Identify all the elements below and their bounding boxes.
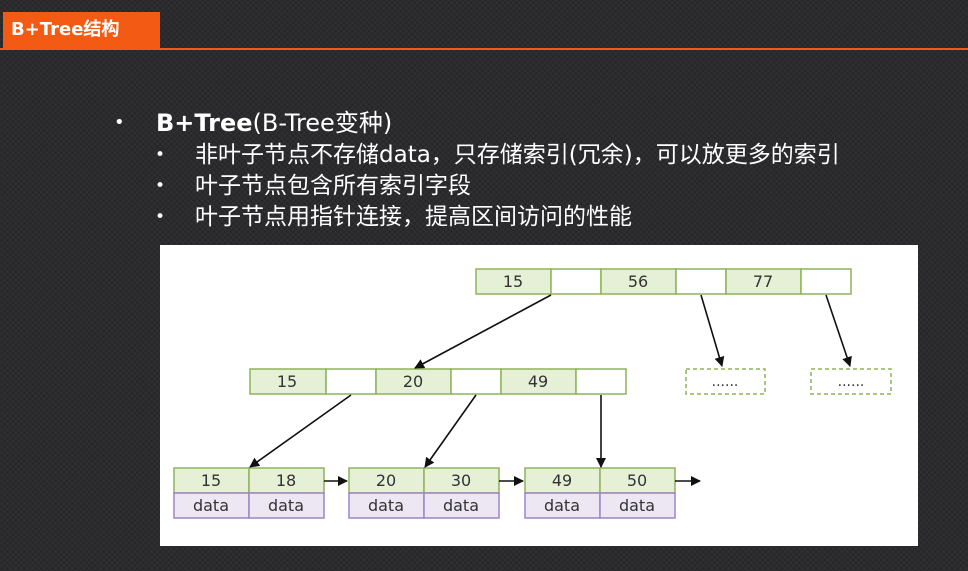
root-pointer-cell: [800, 268, 852, 295]
bullet-dot: •: [114, 112, 125, 133]
leaf-data-cell: [423, 492, 500, 519]
main-bullet-rest: (B-Tree变种): [252, 109, 393, 137]
root-key-cell: [475, 268, 552, 295]
root-key-cell: [600, 268, 677, 295]
placeholder-label: ......: [838, 374, 865, 390]
placeholder-node: ......: [810, 368, 892, 395]
root-key-label: 77: [753, 272, 773, 291]
main-bullet-text: B+Tree(B-Tree变种): [156, 108, 392, 138]
arrow-root-to-placeholder: [700, 294, 725, 367]
root-key-cell: [725, 268, 802, 295]
leaf-data-label: data: [368, 496, 404, 515]
leaf-key-label: 15: [201, 471, 221, 490]
bplus-tree-diagram: 15 56 77 15 20 49 ...... ......: [160, 245, 918, 546]
arrow-root-to-internal: [414, 294, 552, 369]
arrow-root-to-placeholder: [825, 294, 852, 367]
internal-key-label: 49: [528, 372, 548, 391]
leaf-key-cell: [423, 467, 500, 494]
bullet-dot: •: [155, 207, 166, 227]
placeholder-label: ......: [712, 374, 739, 390]
leaf-node: 15 18 data data: [173, 467, 325, 519]
arrow-internal-to-leaf: [249, 394, 352, 468]
internal-key-label: 20: [403, 372, 423, 391]
internal-key-label: 15: [277, 372, 297, 391]
root-key-label: 56: [628, 272, 648, 291]
root-pointer-cell: [550, 268, 602, 295]
leaf-key-label: 20: [376, 471, 396, 490]
leaf-data-label: data: [268, 496, 304, 515]
leaf-data-cell: [173, 492, 250, 519]
slide-title: B+Tree结构: [11, 19, 120, 40]
leaf-key-label: 18: [276, 471, 296, 490]
sub-bullet-text: 叶子节点包含所有索引字段: [195, 173, 471, 199]
leaf-data-label: data: [619, 496, 655, 515]
internal-pointer-cell: [450, 368, 502, 395]
leaf-key-cell: [524, 467, 601, 494]
leaf-key-label: 49: [552, 471, 572, 490]
leaf-data-label: data: [193, 496, 229, 515]
leaf-data-label: data: [544, 496, 580, 515]
placeholder-box: [685, 368, 766, 395]
leaf-data-label: data: [443, 496, 479, 515]
leaf-key-cell: [599, 467, 676, 494]
leaf-key-label: 50: [627, 471, 647, 490]
root-pointer-cell: [675, 268, 727, 295]
leaf-data-cell: [524, 492, 601, 519]
leaf-data-cell: [599, 492, 676, 519]
leaf-node: 20 30 data data: [348, 467, 500, 519]
title-divider: [0, 48, 968, 50]
sub-bullet-text: 叶子节点用指针连接，提高区间访问的性能: [195, 204, 632, 230]
bullet-dot: •: [155, 145, 166, 165]
leaf-data-cell: [248, 492, 325, 519]
internal-key-cell: [249, 368, 327, 395]
leaf-key-label: 30: [451, 471, 471, 490]
internal-key-cell: [500, 368, 577, 395]
placeholder-node: ......: [685, 368, 766, 395]
internal-node: 15 20 49: [249, 368, 627, 395]
placeholder-box: [810, 368, 892, 395]
bullet-dot: •: [155, 176, 166, 196]
arrow-internal-to-leaf: [424, 394, 477, 468]
slide-title-tag: B+Tree结构: [3, 12, 160, 48]
sub-bullet-text: 非叶子节点不存储data，只存储索引(冗余)，可以放更多的索引: [195, 142, 840, 168]
internal-pointer-cell: [325, 368, 377, 395]
leaf-node: 49 50 data data: [524, 467, 676, 519]
bplus-tree-svg: 15 56 77 15 20 49 ...... ......: [173, 268, 892, 519]
root-node: 15 56 77: [475, 268, 852, 295]
internal-pointer-cell: [575, 368, 627, 395]
internal-key-cell: [375, 368, 452, 395]
main-bullet-bold: B+Tree: [156, 109, 253, 137]
root-key-label: 15: [503, 272, 523, 291]
